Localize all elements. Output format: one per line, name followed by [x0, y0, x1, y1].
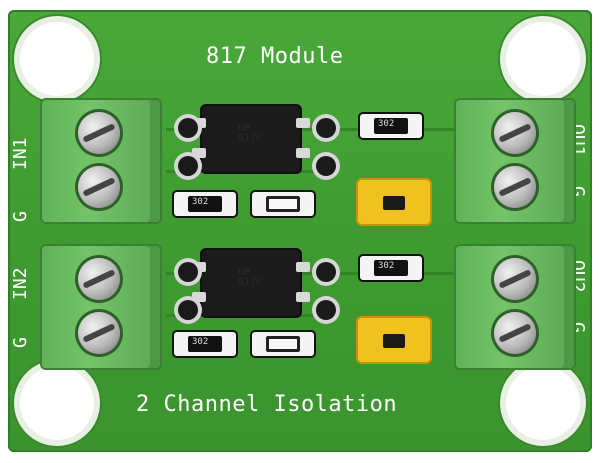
- solder-pad: [178, 300, 198, 320]
- jumper-cap-1: [358, 180, 430, 224]
- terminal-block-output-1: [456, 100, 574, 222]
- board-subtitle: 2 Channel Isolation: [136, 392, 398, 417]
- pcb-board: 817 Module 2 Channel Isolation IN1 G IN2…: [8, 10, 592, 452]
- screw-g-out2: [494, 312, 536, 354]
- board-title: 817 Module: [206, 44, 344, 69]
- resistor-code: 302: [192, 197, 209, 207]
- smd-resistor-left-middle: 302: [174, 192, 236, 216]
- resistor-code: 302: [378, 261, 395, 271]
- screw-ou1: [494, 112, 536, 154]
- screw-g2: [78, 312, 120, 354]
- solder-pad: [178, 156, 198, 176]
- optocoupler-ic-1: OP 817C: [192, 106, 310, 172]
- terminal-block-input-2: [42, 246, 160, 368]
- smd-resistor-left-bottom: 302: [174, 332, 236, 356]
- mounting-hole-bottom-right: [506, 366, 580, 440]
- screw-ou2: [494, 258, 536, 300]
- smd-resistor-right-middle: 302: [360, 256, 422, 280]
- mounting-hole-top-right: [506, 22, 580, 96]
- solder-pad: [316, 300, 336, 320]
- optocoupler-ic-2: OP 817C: [192, 250, 310, 316]
- smd-led-1: [252, 192, 314, 216]
- ic-marking: OP 817C: [238, 267, 263, 288]
- label-in2: IN2: [10, 267, 31, 300]
- smd-led-2: [252, 332, 314, 356]
- terminal-block-output-2: [456, 246, 574, 368]
- screw-g1: [78, 166, 120, 208]
- solder-pad: [316, 118, 336, 138]
- jumper-cap-2: [358, 318, 430, 362]
- mounting-hole-top-left: [20, 22, 94, 96]
- resistor-code: 302: [378, 119, 395, 129]
- solder-pad: [316, 156, 336, 176]
- label-g-left-top: G: [10, 211, 31, 222]
- screw-in1: [78, 112, 120, 154]
- solder-pad: [316, 262, 336, 282]
- resistor-code: 302: [192, 337, 209, 347]
- solder-pad: [178, 262, 198, 282]
- mounting-hole-bottom-left: [20, 366, 94, 440]
- smd-resistor-top-right: 302: [360, 114, 422, 138]
- screw-g-out1: [494, 166, 536, 208]
- solder-pad: [178, 118, 198, 138]
- terminal-block-input-1: [42, 100, 160, 222]
- label-g-left-bottom: G: [10, 337, 31, 348]
- screw-in2: [78, 258, 120, 300]
- ic-marking: OP 817C: [238, 123, 263, 144]
- label-in1: IN1: [10, 137, 31, 170]
